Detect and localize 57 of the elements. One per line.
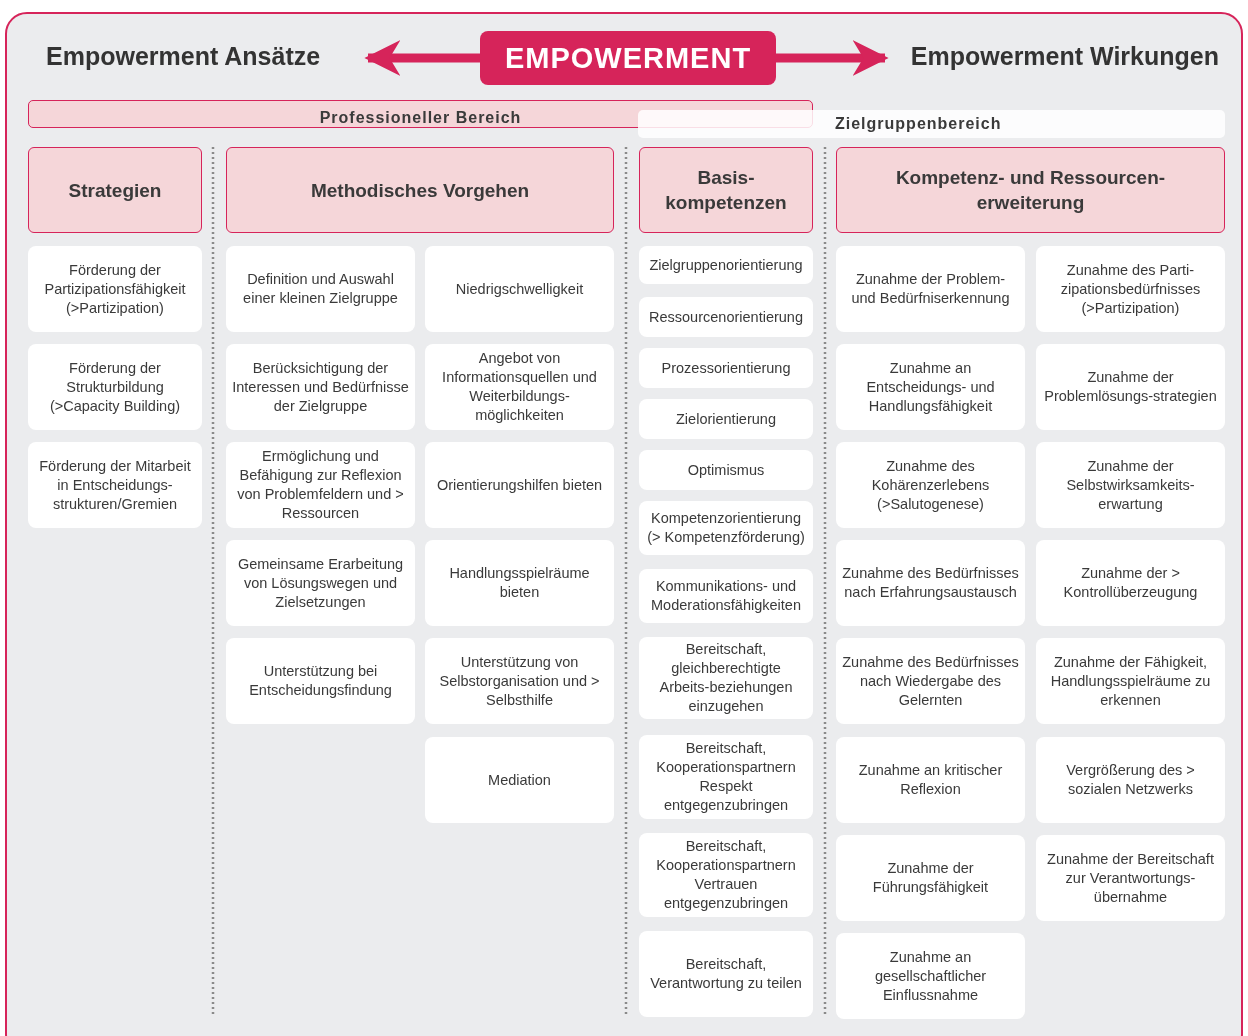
column-header-text: Basis-kompetenzen	[664, 166, 788, 215]
item-text: Ressourcenorientierung	[649, 307, 803, 327]
item-text: Bereitschaft, Kooperationspartnern Vertrauen entgegenzubringen	[655, 837, 797, 913]
item-text: Zunahme des Bedürfnisses nach Wiedergabe des Gelernten	[842, 652, 1019, 710]
section-band	[638, 110, 1225, 138]
item-text: Zunahme des Bedürfnisses nach Erfahrungsaustausch	[842, 564, 1019, 602]
item-text: Zunahme der > Kontrollüberzeugung	[1062, 564, 1199, 602]
item-text: Mediation	[488, 770, 551, 790]
band-text: Zielgruppenbereich	[835, 115, 1002, 133]
item-text: Definition und Auswahl einer kleinen Zielgruppe	[242, 270, 399, 308]
item-text: Zunahme der Bereitschaft zur Verantwortungs-übernahme	[1046, 849, 1215, 907]
item-text: Kommunikations- und Moderationsfähigkeiten	[650, 577, 802, 615]
item-text: Förderung der Strukturbildung (>Capacity Building)	[48, 358, 182, 416]
column-header-box	[28, 147, 202, 233]
item-text: Kompetenzorientierung (> Kompetenzförderung)	[646, 509, 806, 547]
item-text: Zunahme der Problemlösungs-strategien	[1043, 368, 1218, 406]
item-text: Gemeinsame Erarbeitung von Lösungswegen und Zielsetzungen	[236, 554, 405, 612]
item-text: Niedrigschwelligkeit	[455, 279, 584, 299]
item-text: Bereitschaft, Kooperationspartnern Respekt entgegenzubringen	[655, 739, 797, 815]
band-text: Professioneller Bereich	[319, 109, 522, 127]
column-header-text: Strategien	[68, 178, 162, 203]
item-text: Zunahme der Fähigkeit, Handlungsspielräume zu erkennen	[1049, 652, 1212, 710]
arrow	[776, 40, 889, 76]
item-text: Berücksichtigung der Interessen und Bedürfnisse der Zielgruppe	[232, 358, 409, 416]
column-header-box	[639, 147, 813, 233]
item-text: Unterstützung bei Entscheidungsfindung	[248, 662, 393, 700]
item-text: Vergrößerung des > sozialen Netzwerks	[1065, 761, 1196, 799]
item-text: Zunahme der Selbstwirksamkeits-erwartung	[1065, 456, 1196, 514]
item-text: Bereitschaft, gleichberechtigte Arbeits-beziehungen einzugehen	[658, 640, 794, 716]
column-header-box	[836, 147, 1225, 233]
item-text: Prozessorientierung	[661, 358, 791, 378]
item-text: Zielorientierung	[676, 409, 776, 429]
item-text: Bereitschaft, Verantwortung zu teilen	[649, 955, 803, 993]
column-header-text: Kompetenz- und Ressourcen-erweiterung	[894, 166, 1167, 215]
item-text: Förderung der Partizipationsfähigkeit (>Partizipation)	[43, 260, 187, 318]
item-text: Förderung der Mitarbeit in Entscheidungs-strukturen/Gremien	[38, 456, 192, 514]
heading-text: Empowerment Ansätze	[46, 36, 336, 76]
title-text: EMPOWERMENT	[504, 41, 752, 75]
item-text: Angebot von Informationsquellen und Weiterbildungs-möglichkeiten	[441, 349, 598, 425]
item-text: Handlungsspielräume bieten	[448, 564, 591, 602]
item-text: Zunahme der Führungsfähigkeit	[871, 859, 990, 897]
item-text: Zunahme an Entscheidungs- und Handlungsfähigkeit	[865, 358, 996, 416]
item-text: Zunahme des Kohärenzerlebens (>Salutogenese)	[870, 456, 991, 514]
item-text: Unterstützung von Selbstorganisation und > Selbsthilfe	[438, 652, 601, 710]
item-text: Ermöglichung und Befähigung zur Reflexion von Problemfeldern und > Ressourcen	[236, 447, 405, 523]
column-header-box	[226, 147, 614, 233]
item-text: Zunahme der Problem- und Bedürfniserkennung	[850, 270, 1011, 308]
heading-text: Empowerment Wirkungen	[893, 36, 1219, 76]
title-box	[480, 31, 776, 85]
item-text: Optimismus	[687, 460, 765, 480]
item-text: Zunahme des Parti-zipationsbedürfnisses (>Partizipation)	[1059, 260, 1202, 318]
item-text: Zunahme an kritischer Reflexion	[857, 761, 1004, 799]
arrow	[364, 40, 480, 76]
column-header-text: Methodisches Vorgehen	[310, 178, 530, 203]
item-text: Zunahme an gesellschaftlicher Einflussnahme	[873, 947, 988, 1005]
item-text: Orientierungshilfen bieten	[436, 475, 603, 495]
item-text: Zielgruppenorientierung	[649, 255, 803, 275]
